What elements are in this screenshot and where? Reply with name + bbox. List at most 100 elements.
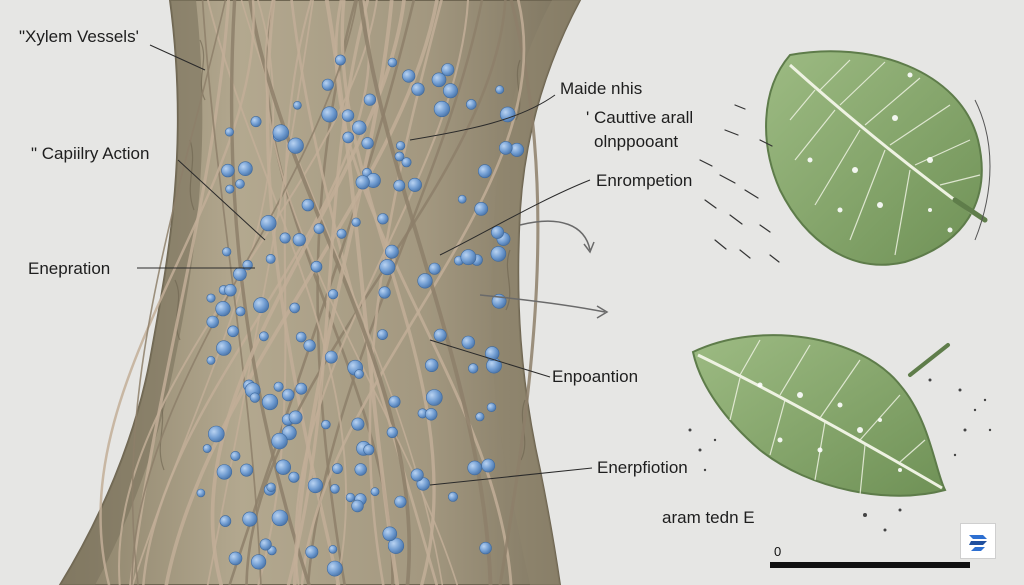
water-droplet: [203, 444, 211, 452]
water-droplet: [207, 356, 215, 364]
water-droplet: [267, 483, 276, 492]
water-droplet: [329, 545, 337, 553]
water-droplet: [355, 370, 364, 379]
water-droplet: [289, 411, 302, 424]
water-droplet: [197, 489, 205, 497]
water-droplet: [380, 259, 395, 274]
water-droplet: [216, 341, 231, 356]
water-droplet: [259, 332, 268, 341]
water-droplet: [261, 215, 277, 231]
water-droplet: [296, 332, 306, 342]
water-droplet: [389, 396, 400, 407]
water-droplet: [429, 263, 440, 274]
water-droplet: [425, 408, 437, 420]
water-droplet: [322, 79, 333, 90]
water-droplet: [476, 413, 484, 421]
water-droplet: [385, 245, 398, 258]
water-droplet: [273, 125, 289, 141]
water-droplet: [364, 445, 374, 455]
water-droplet: [251, 555, 266, 570]
water-droplet: [240, 464, 252, 476]
water-droplet: [290, 303, 300, 313]
water-droplet: [466, 99, 476, 109]
label-aram-tedn: aram tedn E: [662, 508, 755, 528]
water-droplet: [308, 478, 323, 493]
water-droplet: [225, 284, 237, 296]
water-droplet: [327, 561, 342, 576]
water-droplet: [356, 176, 370, 190]
water-droplet: [402, 158, 411, 167]
label-enerpfiotion: Enerpfiotion: [597, 458, 688, 478]
water-droplet: [293, 101, 301, 109]
water-droplet: [302, 199, 314, 211]
water-droplet: [475, 202, 488, 215]
water-droplet: [288, 138, 304, 154]
label-maide-nhis: Maide nhis: [560, 79, 642, 99]
water-droplet: [306, 546, 318, 558]
water-droplet: [482, 459, 495, 472]
water-droplet: [432, 73, 446, 87]
water-droplet: [280, 233, 290, 243]
water-droplet: [276, 460, 291, 475]
water-droplet: [491, 246, 506, 261]
water-droplet: [330, 484, 339, 493]
water-droplet: [251, 116, 261, 126]
water-droplet: [266, 254, 275, 263]
water-droplet: [207, 316, 219, 328]
water-droplet: [207, 294, 215, 302]
water-droplet: [468, 461, 482, 475]
water-droplet: [377, 330, 387, 340]
water-droplet: [364, 94, 376, 106]
water-droplet: [346, 493, 355, 502]
water-droplet: [229, 552, 242, 565]
water-droplet: [485, 347, 499, 361]
water-droplet: [217, 465, 232, 480]
water-droplet: [243, 260, 253, 270]
water-droplet: [226, 185, 234, 193]
water-droplet: [434, 101, 450, 117]
water-droplet: [352, 218, 361, 227]
water-droplet: [355, 464, 367, 476]
water-droplet: [231, 451, 240, 460]
water-droplet: [236, 307, 245, 316]
water-droplet: [412, 83, 425, 96]
water-droplet: [352, 121, 366, 135]
water-droplet: [296, 383, 307, 394]
water-droplet: [448, 492, 457, 501]
water-droplet: [208, 426, 224, 442]
water-droplet: [262, 394, 278, 410]
water-droplet: [352, 418, 364, 430]
water-droplet: [499, 141, 512, 154]
water-droplet: [342, 110, 354, 122]
water-droplet: [371, 488, 379, 496]
water-droplet: [411, 469, 423, 481]
water-droplet: [238, 162, 252, 176]
water-droplet: [352, 500, 364, 512]
water-droplet: [379, 287, 391, 299]
label-capillary-action: " Capiilry Action: [31, 144, 149, 164]
water-droplet: [289, 472, 299, 482]
water-droplet: [304, 340, 316, 352]
water-droplet: [442, 63, 454, 75]
water-droplet: [337, 229, 346, 238]
water-droplet: [325, 351, 337, 363]
water-droplet: [443, 84, 457, 98]
logo-badge: [960, 523, 996, 559]
water-droplet: [311, 261, 322, 272]
water-droplet: [228, 326, 239, 337]
water-droplet: [282, 389, 294, 401]
water-droplet: [491, 226, 503, 238]
water-droplet: [274, 382, 283, 391]
water-droplet: [395, 496, 407, 508]
label-oinppooant: olnppooant: [594, 132, 678, 152]
water-droplet: [510, 143, 523, 156]
water-droplet: [243, 512, 257, 526]
water-droplet: [487, 403, 496, 412]
label-enrompetion: Enrompetion: [596, 171, 692, 191]
water-droplet: [322, 107, 337, 122]
water-droplet: [322, 420, 331, 429]
water-droplet: [458, 195, 466, 203]
water-droplet: [222, 248, 231, 257]
water-droplet: [408, 178, 421, 191]
